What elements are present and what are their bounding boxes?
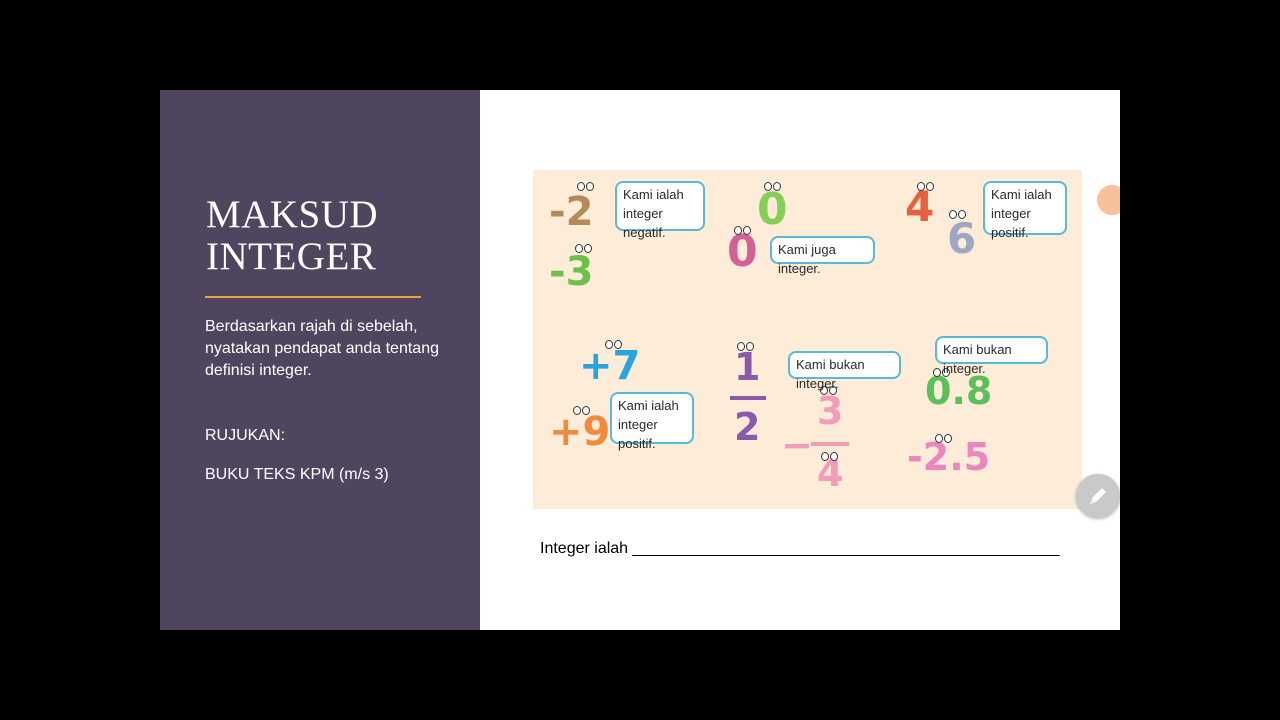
speech-bubble-positive-top: Kami ialah integer positif. bbox=[983, 181, 1067, 240]
slide: MAKSUD INTEGER Berdasarkan rajah di sebe… bbox=[160, 90, 1120, 630]
title-line-1: MAKSUD bbox=[206, 193, 379, 236]
eyes-icon bbox=[820, 386, 838, 396]
eyes-icon bbox=[575, 244, 593, 254]
speech-bubble-positive-bottom: Kami ialah integer positif. bbox=[610, 392, 694, 451]
eyes-icon bbox=[737, 342, 755, 352]
slide-description: Berdasarkan rajah di sebelah, nyatakan p… bbox=[205, 318, 439, 379]
fraction-negative-sign: − bbox=[781, 423, 813, 467]
speech-bubble-negative: Kami ialah integer negatif. bbox=[615, 181, 705, 240]
number-four: 4 bbox=[905, 182, 935, 231]
pen-edit-button[interactable] bbox=[1076, 474, 1120, 518]
pencil-icon bbox=[1090, 488, 1106, 504]
reference-label: RUJUKAN: bbox=[205, 427, 286, 444]
number-minus-2: -2 bbox=[549, 189, 594, 235]
fraction-half-bar bbox=[730, 396, 766, 400]
title-line-2: INTEGER bbox=[206, 235, 377, 278]
slide-badge-icon bbox=[1097, 185, 1120, 215]
eyes-icon bbox=[573, 406, 591, 416]
title-panel: MAKSUD INTEGER Berdasarkan rajah di sebe… bbox=[160, 90, 480, 630]
fraction-half-numerator: 1 bbox=[734, 345, 761, 389]
title-divider bbox=[205, 296, 421, 298]
eyes-icon bbox=[949, 210, 967, 220]
number-six: 6 bbox=[947, 214, 977, 263]
fraction-three-quarters-numerator: 3 bbox=[817, 389, 844, 433]
eyes-icon bbox=[917, 182, 935, 192]
integer-illustration: -2 -3 Kami ialah integer negatif. 0 0 Ka… bbox=[533, 170, 1082, 509]
number-plus-7: +7 bbox=[579, 343, 641, 389]
speech-bubble-zero: Kami juga integer. bbox=[770, 236, 875, 276]
fraction-half-denominator: 2 bbox=[734, 405, 761, 449]
speech-bubble-not-integer-fraction: Kami bukan integer. bbox=[788, 351, 901, 391]
eyes-icon bbox=[935, 434, 953, 444]
number-plus-9: +9 bbox=[549, 409, 611, 455]
speech-bubble-not-integer-decimal: Kami bukan integer. bbox=[935, 336, 1048, 376]
number-zero-top: 0 bbox=[757, 184, 788, 235]
eyes-icon bbox=[764, 182, 782, 192]
number-zero-bottom: 0 bbox=[727, 226, 758, 277]
definition-prompt: Integer ialah __________________________… bbox=[540, 540, 1060, 557]
number-negative-decimal: -2.5 bbox=[907, 435, 991, 479]
eyes-icon bbox=[821, 452, 839, 462]
eyes-icon bbox=[734, 226, 752, 236]
eyes-icon bbox=[577, 182, 595, 192]
reference-value: BUKU TEKS KPM (m/s 3) bbox=[205, 466, 389, 483]
slide-title: MAKSUD INTEGER bbox=[206, 194, 378, 278]
number-decimal: 0.8 bbox=[925, 369, 993, 413]
eyes-icon bbox=[933, 368, 951, 378]
number-minus-3: -3 bbox=[549, 249, 594, 295]
eyes-icon bbox=[605, 340, 623, 350]
fraction-three-quarters-bar bbox=[811, 442, 849, 446]
